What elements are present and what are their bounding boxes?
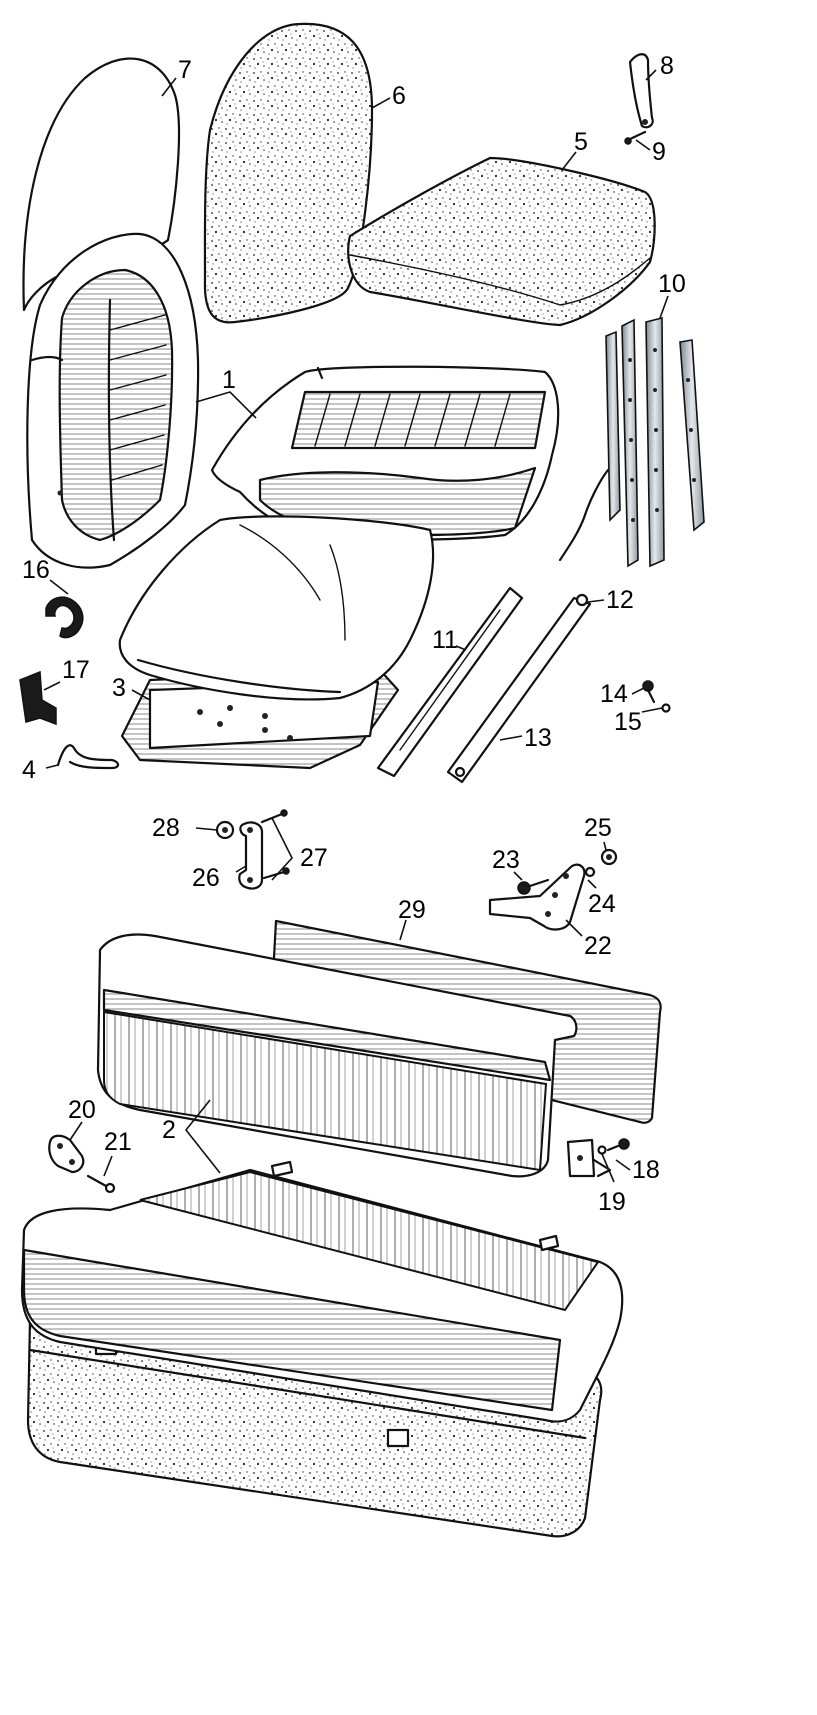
bench-seat-back bbox=[96, 933, 578, 1178]
callout-5: 5 bbox=[574, 128, 588, 156]
callout-12: 12 bbox=[606, 586, 634, 614]
callout-22: 22 bbox=[584, 932, 612, 960]
callout-21: 21 bbox=[104, 1128, 132, 1156]
callout-18: 18 bbox=[632, 1156, 660, 1184]
latch-screw bbox=[86, 1174, 116, 1194]
runner-washer bbox=[661, 703, 671, 713]
callout-24: 24 bbox=[588, 890, 616, 918]
recline-lever bbox=[628, 53, 654, 129]
seat-clip bbox=[45, 596, 84, 639]
latch-plate bbox=[48, 1134, 85, 1174]
callout-3: 3 bbox=[112, 674, 126, 702]
callout-17: 17 bbox=[62, 656, 90, 684]
callout-25: 25 bbox=[584, 814, 612, 842]
seat-bracket bbox=[19, 670, 57, 726]
bracket-nut bbox=[600, 848, 618, 866]
callout-15: 15 bbox=[614, 708, 642, 736]
lever-screw bbox=[624, 130, 647, 145]
callout-9: 9 bbox=[652, 138, 666, 166]
callout-28: 28 bbox=[152, 814, 180, 842]
hook-wire bbox=[56, 744, 120, 770]
seat-runners bbox=[558, 316, 705, 568]
runner-bolt bbox=[642, 680, 656, 704]
bench-seat-cushion bbox=[20, 1160, 624, 1423]
bracket-bolt bbox=[517, 878, 550, 895]
part-callouts: 7 6 8 9 5 10 1 16 12 11 17 3 14 15 13 4 … bbox=[22, 52, 686, 1216]
bench-bracket-bolt bbox=[606, 1138, 630, 1152]
seat-back-foam bbox=[203, 22, 374, 324]
callout-7: 7 bbox=[178, 56, 192, 84]
part-2-leader bbox=[184, 1099, 221, 1174]
callout-1: 1 bbox=[222, 366, 236, 394]
leader-lines bbox=[43, 69, 669, 1183]
seat-cushion-cover bbox=[210, 365, 560, 542]
callout-23: 23 bbox=[492, 846, 520, 874]
part-1-leader bbox=[195, 391, 257, 419]
callout-26: 26 bbox=[192, 864, 220, 892]
callout-6: 6 bbox=[392, 82, 406, 110]
runner-bar bbox=[446, 593, 592, 784]
callout-19: 19 bbox=[598, 1188, 626, 1216]
callout-27: 27 bbox=[300, 844, 328, 872]
callout-8: 8 bbox=[660, 52, 674, 80]
callout-2: 2 bbox=[162, 1116, 176, 1144]
seat-cushion-lower bbox=[118, 515, 435, 701]
seat-back-cover bbox=[26, 232, 200, 569]
callout-16: 16 bbox=[22, 556, 50, 584]
callout-10: 10 bbox=[658, 270, 686, 298]
callout-13: 13 bbox=[524, 724, 552, 752]
slotted-runner bbox=[376, 586, 524, 778]
seat-cushion-foam bbox=[347, 156, 656, 327]
hinge-arm bbox=[238, 821, 264, 890]
callout-29: 29 bbox=[398, 896, 426, 924]
callout-4: 4 bbox=[22, 756, 36, 784]
hinge-bracket bbox=[488, 863, 586, 931]
bench-bracket bbox=[566, 1138, 612, 1178]
callout-11: 11 bbox=[432, 626, 458, 654]
callout-20: 20 bbox=[68, 1096, 96, 1124]
bench-bracket-washer bbox=[597, 1145, 607, 1155]
hinge-washer bbox=[215, 820, 235, 840]
callout-14: 14 bbox=[600, 680, 628, 708]
bracket-washer bbox=[584, 866, 596, 878]
